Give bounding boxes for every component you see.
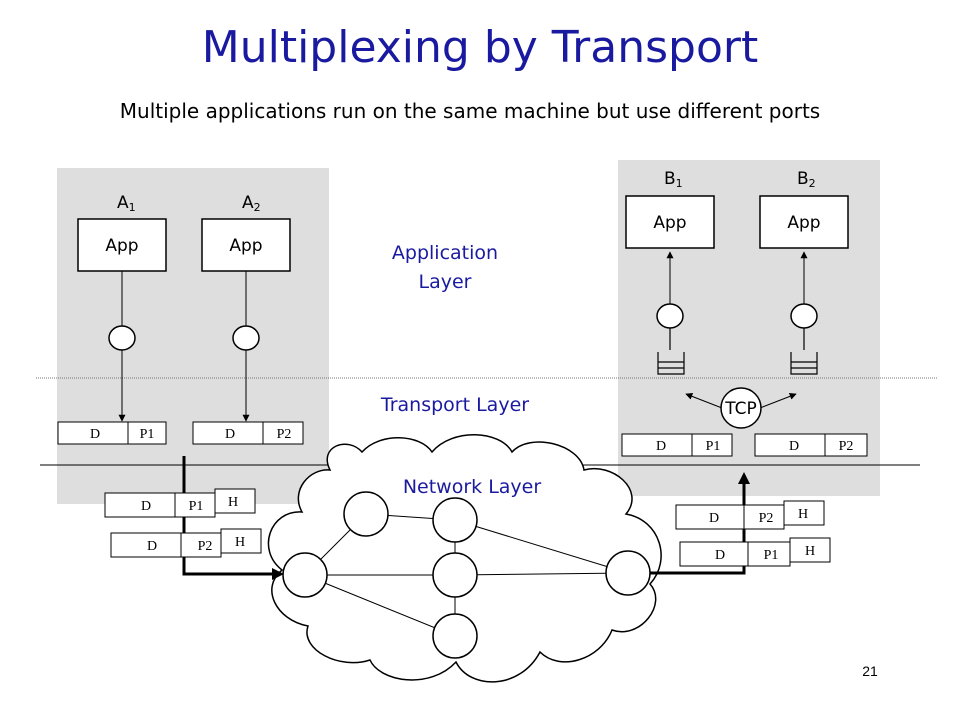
svg-text:D: D	[90, 427, 100, 442]
host-a-segment-p1: D P1	[57, 421, 167, 445]
host-a-app2-label: App	[229, 236, 262, 256]
right-packet-p1: D P1 H	[679, 537, 831, 567]
svg-text:D: D	[709, 511, 719, 526]
svg-text:P2: P2	[198, 539, 213, 554]
svg-text:H: H	[235, 535, 245, 550]
host-a-app2-name: A2	[242, 193, 261, 214]
svg-text:P1: P1	[189, 499, 204, 514]
router-node	[605, 550, 651, 596]
host-b-queue-1	[657, 328, 685, 375]
host-a-segment-p2: D P2	[192, 421, 304, 445]
svg-text:H: H	[798, 507, 808, 522]
host-b-segment-p1: D P1	[621, 433, 733, 457]
host-b-app2-box[interactable]	[759, 195, 849, 249]
host-b-socket-1	[656, 303, 684, 329]
svg-text:D: D	[225, 427, 235, 442]
host-b-segment-p2: D P2	[754, 433, 868, 457]
svg-text:H: H	[805, 544, 815, 559]
svg-text:D: D	[147, 539, 157, 554]
router-node	[282, 552, 328, 598]
host-b-app1-box[interactable]	[625, 195, 715, 249]
tcp-label: TCP	[724, 399, 757, 419]
svg-text:P1: P1	[140, 427, 155, 442]
host-a-app1-name: A1	[117, 193, 136, 214]
application-layer-label: Application	[392, 242, 498, 264]
page-title: Multiplexing by Transport	[202, 22, 759, 73]
host-b-app2-label: App	[787, 213, 820, 233]
host-a-app2-box[interactable]	[201, 218, 291, 272]
svg-text:H: H	[228, 495, 238, 510]
svg-text:P1: P1	[706, 439, 721, 454]
right-packet-p2: D P2 H	[675, 500, 825, 530]
host-a-app1-label: App	[105, 236, 138, 256]
svg-text:P1: P1	[764, 548, 779, 563]
svg-text:D: D	[789, 439, 799, 454]
router-node	[432, 552, 478, 598]
svg-text:P2: P2	[277, 427, 292, 442]
application-layer-label: Layer	[419, 271, 472, 293]
svg-text:D: D	[715, 548, 725, 563]
left-packet-p1: D P1 H	[104, 488, 256, 518]
router-node	[432, 613, 478, 659]
left-packet-p2: D P2 H	[110, 528, 262, 558]
page-number: 21	[862, 663, 878, 679]
page-subtitle: Multiple applications run on the same ma…	[120, 99, 820, 123]
svg-text:P2: P2	[759, 511, 774, 526]
network-layer-label: Network Layer	[403, 476, 542, 498]
host-b-app1-name: B1	[664, 169, 683, 190]
router-node	[343, 491, 389, 537]
svg-text:P2: P2	[839, 439, 854, 454]
router-node	[432, 497, 478, 543]
transport-layer-label: Transport Layer	[380, 394, 529, 416]
host-b-queue-2	[790, 328, 818, 375]
host-b-app2-name: B2	[797, 169, 816, 190]
svg-text:D: D	[141, 499, 151, 514]
svg-text:D: D	[656, 439, 666, 454]
host-b-socket-2	[790, 303, 818, 329]
host-b-app1-label: App	[653, 213, 686, 233]
host-a-socket-1	[108, 325, 136, 351]
host-a-app1-box[interactable]	[77, 218, 167, 272]
tcp-demux	[720, 387, 762, 429]
host-a-socket-2	[232, 325, 260, 351]
